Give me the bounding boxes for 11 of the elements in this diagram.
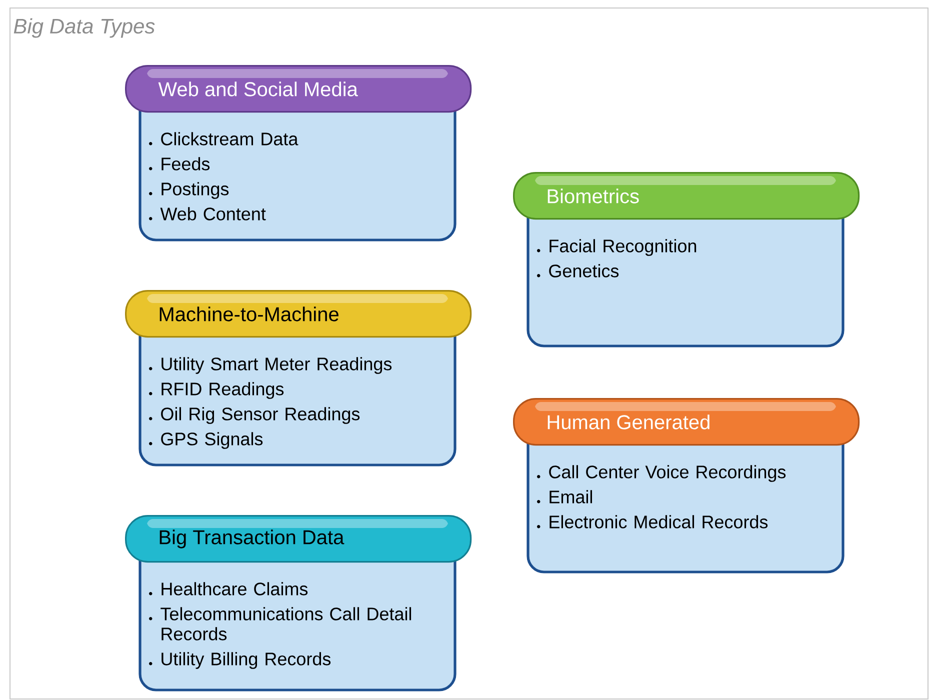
category-card: Big Transaction Data Healthcare Claims Telecommunications Call Detail Records Utility Billing Records [125, 515, 472, 692]
diagram-title: Big Data Types [14, 18, 155, 38]
node-label: Web and Social Media [158, 82, 358, 96]
node-label: Big Transaction Data [160, 530, 344, 548]
node-label: Biometrics [548, 188, 639, 204]
category-card: Web and Social Media Clickstream Data Feeds Postings Web Content [125, 65, 472, 242]
category-card: Biometrics Facial Recognition Genetics [513, 172, 860, 348]
node-label: Human Generated [548, 414, 710, 430]
node-label: Machine-to-Machine [160, 306, 338, 322]
category-card: Machine-to-Machine Utility Smart Meter Readings RFID Readings Oil Rig Sensor Readings GPS Signals [125, 290, 472, 466]
category-card: Human Generated Call Center Voice Recordings Email Electronic Medical Records [513, 398, 860, 574]
